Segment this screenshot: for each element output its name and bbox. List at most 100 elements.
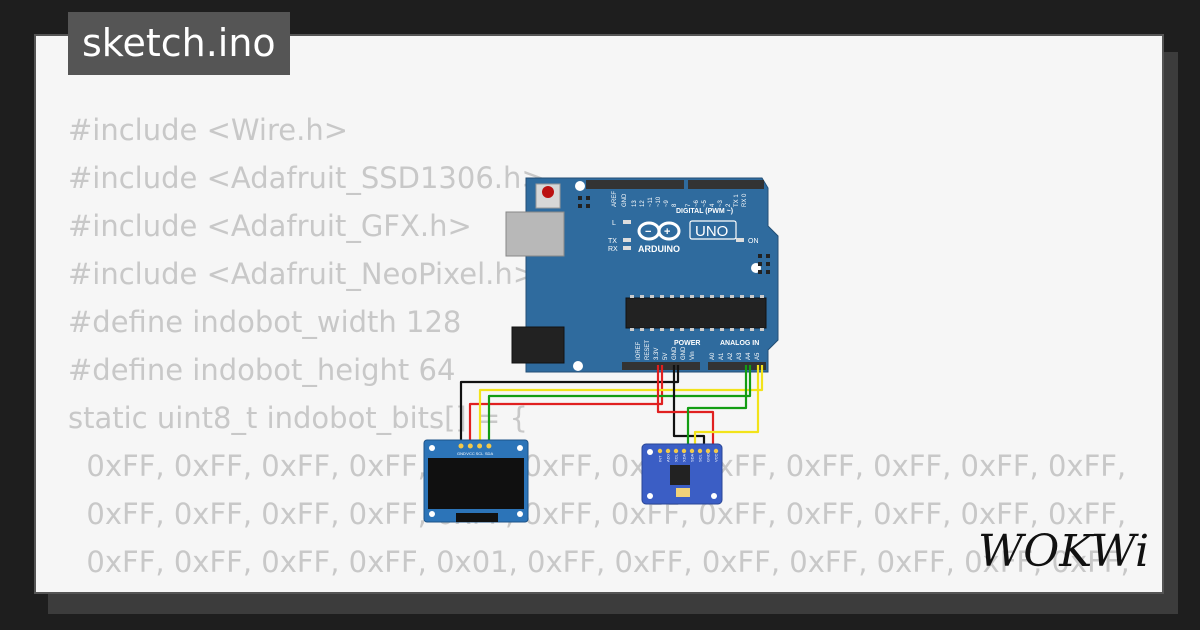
mpu-pin-label: AD0	[666, 453, 671, 462]
digital-pin-label: TX 1	[734, 194, 740, 207]
led-l	[623, 220, 631, 224]
digital-pin-label: 7	[686, 203, 692, 207]
wire-mpu-scl	[693, 365, 760, 450]
analog-pin-label: A2	[728, 352, 734, 360]
wire-oled-sda	[487, 365, 752, 444]
digital-pin-label: ~10	[656, 196, 662, 207]
chip-pin	[680, 328, 684, 331]
analog-pin-label: A5	[755, 352, 761, 360]
chip-pin	[630, 295, 634, 298]
analog-pin-label: A3	[737, 352, 743, 360]
gnd-label: GND	[622, 193, 628, 207]
chip-pin	[760, 328, 764, 331]
oled-pin-label: SDA	[485, 451, 494, 456]
digital-header-left	[586, 180, 684, 189]
chip-pin	[660, 295, 664, 298]
analog-header-title: ANALOG IN	[720, 340, 759, 347]
oled-pin	[477, 443, 483, 449]
analog-header	[708, 362, 766, 370]
digital-pin-label: ~3	[718, 199, 724, 207]
chip-pin	[750, 295, 754, 298]
code-line: #include <Wire.h>	[68, 113, 349, 147]
digital-pin-label: 4	[710, 203, 716, 207]
code-line: #define indobot_width 128	[68, 305, 462, 339]
mpu-pin	[713, 448, 719, 454]
power-pin-label: GND	[672, 346, 678, 360]
chip-pin	[740, 295, 744, 298]
chip-pin	[720, 328, 724, 331]
analog-pin-label: A4	[746, 352, 752, 360]
chip-pin	[720, 295, 724, 298]
chip-pin	[710, 328, 714, 331]
mpu-pin	[657, 448, 663, 454]
mpu-pin-label: XCL	[674, 453, 679, 462]
chip-pin	[700, 295, 704, 298]
file-tab[interactable]: sketch.ino	[68, 12, 290, 75]
digital-pin-label: RX 0	[742, 193, 748, 207]
oled-pin-label: GND	[457, 451, 466, 456]
wire-oled-gnd	[459, 365, 680, 444]
digital-pin-label: 13	[632, 200, 638, 207]
usb-port	[505, 211, 565, 257]
digital-header-right	[688, 180, 764, 189]
icsp-header	[578, 196, 770, 274]
mpu-pin	[689, 448, 695, 454]
power-jack	[511, 326, 565, 364]
power-header-title: POWER	[674, 340, 700, 347]
wokwi-logo-icon: WOKWi	[978, 526, 1149, 577]
analog-pin-label: A0	[710, 352, 716, 360]
mpu-pin	[665, 448, 671, 454]
wire-mpu-sda	[686, 365, 748, 450]
mpu-pin	[697, 448, 703, 454]
chip-pin	[640, 295, 644, 298]
oled-pin-label: SCL	[476, 451, 485, 456]
mpu-pin-label: XDA	[682, 453, 687, 462]
wire-oled-scl	[478, 365, 764, 444]
led-rx-label: RX	[608, 246, 618, 253]
chip-pin	[690, 328, 694, 331]
led-tx-label: TX	[608, 238, 617, 245]
mpu-pin-label: VCC	[714, 453, 719, 462]
code-line: 0xFF, 0xFF, 0xFF, 0xFF, 0x01, 0xFF, 0xFF…	[68, 545, 1130, 579]
led-on-label: ON	[748, 238, 759, 245]
uno-badge	[689, 220, 737, 240]
mounting-hole	[573, 361, 583, 371]
digital-pin-label: ~9	[664, 199, 670, 207]
led-tx	[623, 238, 631, 242]
digital-pin-label: ~11	[648, 197, 654, 207]
analog-pin-label: A1	[719, 352, 725, 360]
oled-pin	[486, 443, 492, 449]
oled-ribbon	[456, 513, 498, 522]
oled-pin-label: VCC	[466, 451, 475, 456]
mpu-pin-label: SCL	[698, 453, 703, 462]
power-pin-label: GND	[681, 346, 687, 360]
mpu-pin	[705, 448, 711, 454]
digital-pin-label: 12	[640, 200, 646, 207]
digital-pin-label: ~5	[702, 199, 708, 207]
mounting-hole	[575, 181, 585, 191]
chip-pin	[730, 328, 734, 331]
code-line: #include <Adafruit_GFX.h>	[68, 209, 472, 243]
chip-pin	[690, 295, 694, 298]
chip-pin	[750, 328, 754, 331]
power-pin-label: IOREF	[636, 341, 642, 360]
mpu-regulator	[676, 488, 690, 497]
wire-oled-vcc	[468, 365, 664, 444]
oled-pin	[467, 443, 473, 449]
chip-pin	[680, 295, 684, 298]
chip-pin	[730, 295, 734, 298]
oled-screen	[428, 458, 524, 509]
code-line: #include <Adafruit_SSD1306.h>	[68, 161, 546, 195]
power-pin-label: 5V	[663, 353, 669, 360]
oled-pin	[458, 443, 464, 449]
led-l-label: L	[612, 220, 616, 227]
chip-pin	[630, 328, 634, 331]
led-on	[736, 238, 744, 242]
